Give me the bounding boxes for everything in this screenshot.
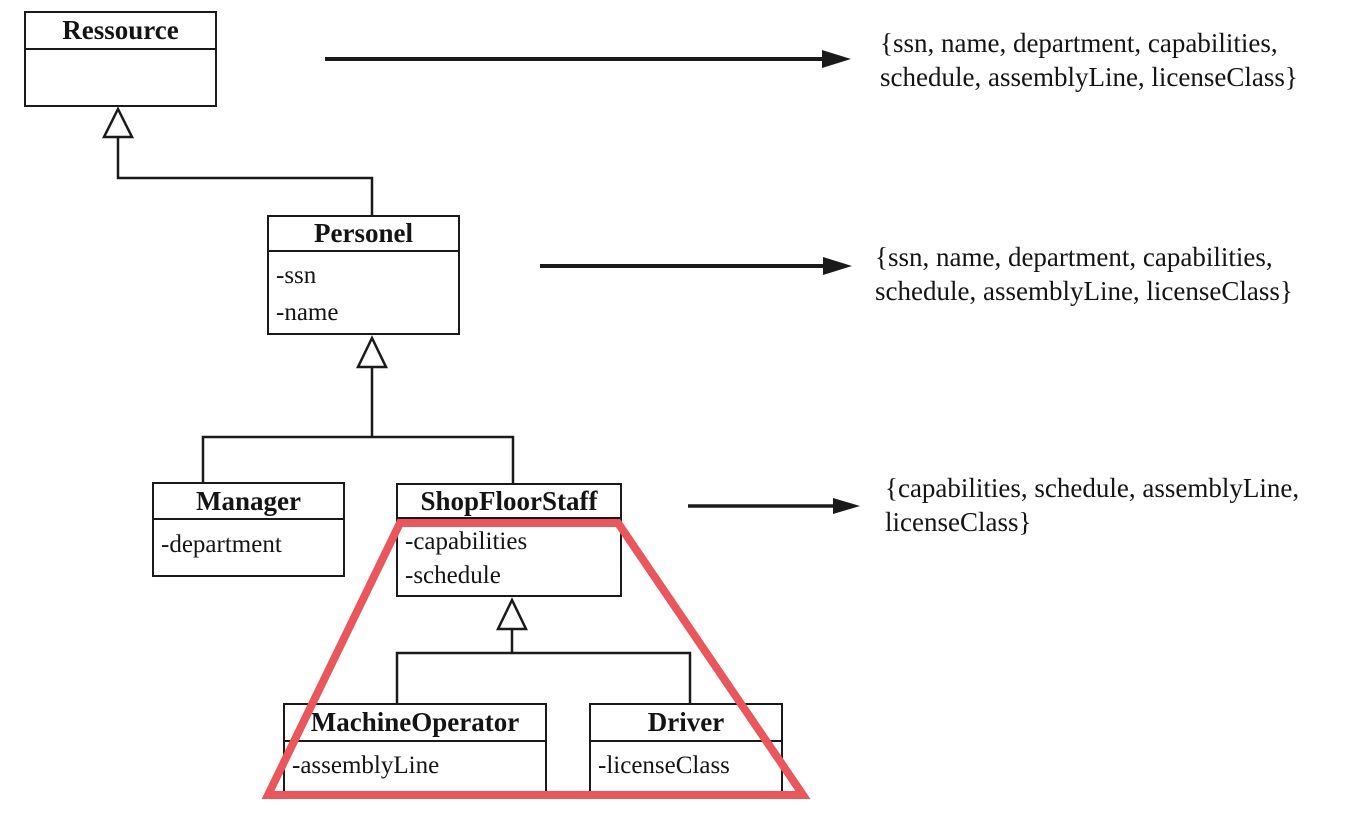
class-attributes-personel: -ssn -name — [269, 252, 458, 331]
attribute-set-arrow-personel — [540, 257, 852, 275]
class-attributes-ressource — [26, 50, 215, 54]
inheritance-triangle-shopfloorstaff — [496, 597, 528, 631]
arrow-head-icon — [833, 498, 860, 514]
class-box-machineoperator: MachineOperator -assemblyLine — [283, 703, 547, 799]
arrow-head-icon — [823, 257, 852, 275]
class-title-ressource: Ressource — [26, 13, 215, 50]
annotation-line: schedule, assemblyLine, licenseClass} — [875, 276, 1293, 306]
attribute-name: -name — [276, 299, 339, 326]
attribute-set-arrow-ressource — [325, 50, 851, 68]
annotation-set-ressource: {ssn, name, department, capabilities, sc… — [880, 26, 1298, 94]
attribute-set-arrow-shopfloorstaff — [688, 498, 860, 514]
attribute-capabilities: -capabilities — [405, 528, 528, 555]
inheritance-triangle-ressource — [101, 106, 135, 139]
class-box-personel: Personel -ssn -name — [267, 215, 460, 335]
annotation-line: licenseClass} — [885, 507, 1032, 537]
arrow-head-icon — [822, 50, 851, 68]
class-box-ressource: Ressource — [24, 11, 217, 107]
class-attributes-shopfloorstaff: -capabilities -schedule — [398, 519, 620, 593]
annotation-line: {capabilities, schedule, assemblyLine, — [885, 473, 1300, 503]
inheritance-line-personel-ressource — [116, 137, 374, 216]
annotation-line: schedule, assemblyLine, licenseClass} — [880, 62, 1298, 92]
inheritance-connector-children-personel — [201, 335, 515, 484]
class-attributes-machineoperator: -assemblyLine — [285, 742, 545, 783]
attribute-ssn: -ssn — [276, 262, 317, 289]
attribute-department: -department — [161, 531, 282, 558]
annotation-line: {ssn, name, department, capabilities, — [880, 28, 1278, 58]
class-title-shopfloorstaff: ShopFloorStaff — [398, 485, 620, 519]
annotation-set-shopfloorstaff: {capabilities, schedule, assemblyLine, l… — [885, 471, 1299, 539]
inheritance-triangle-personel — [356, 335, 388, 369]
class-attributes-driver: -licenseClass — [591, 742, 781, 783]
annotation-line: {ssn, name, department, capabilities, — [875, 242, 1273, 272]
attribute-assemblyline: -assemblyLine — [292, 752, 440, 779]
class-title-manager: Manager — [154, 484, 343, 520]
class-attributes-manager: -department — [154, 520, 343, 562]
attribute-licenseclass: -licenseClass — [598, 752, 730, 779]
inheritance-branch-machineoperator-driver — [395, 651, 692, 704]
class-box-shopfloorstaff: ShopFloorStaff -capabilities -schedule — [396, 483, 622, 597]
inheritance-connector-personel-ressource — [101, 106, 374, 216]
class-title-machineoperator: MachineOperator — [285, 705, 545, 742]
class-box-driver: Driver -licenseClass — [589, 703, 783, 798]
inheritance-branch-manager-shopfloorstaff — [201, 435, 515, 484]
annotation-set-personel: {ssn, name, department, capabilities, sc… — [875, 240, 1293, 308]
class-title-personel: Personel — [269, 217, 458, 252]
inheritance-connector-children-shopfloorstaff — [395, 597, 692, 704]
class-title-driver: Driver — [591, 705, 781, 742]
attribute-schedule: -schedule — [405, 562, 501, 589]
class-box-manager: Manager -department — [152, 482, 345, 577]
